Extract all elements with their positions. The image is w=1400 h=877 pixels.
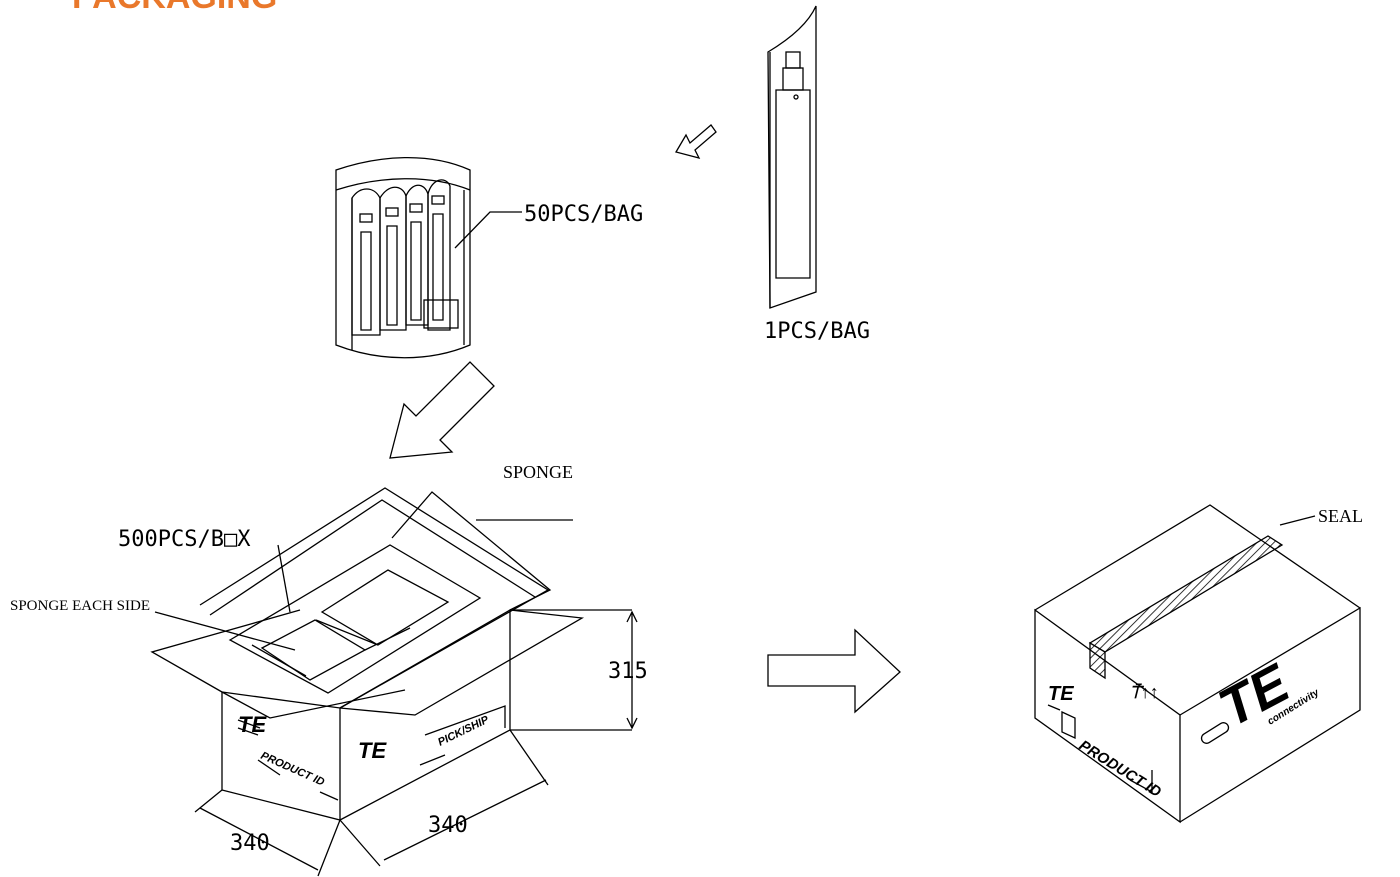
label-sponge: SPONGE <box>503 462 573 482</box>
label-500pcs-box: 500PCS/B□X <box>118 527 251 552</box>
dim-width-left: 340 <box>230 831 270 856</box>
brand-logo-left-b: TE <box>358 738 387 763</box>
brand-logo-left-a: TE <box>238 712 267 737</box>
bag-50-illustration <box>335 156 522 359</box>
label-seal: SEAL <box>1318 506 1363 526</box>
pick-ship-left: PICK/SHIP <box>436 714 491 749</box>
label-sponge-each-side: SPONGE EACH SIDE <box>10 598 150 614</box>
arrow-to-box <box>389 361 495 459</box>
page-title: PACKAGING <box>72 0 277 16</box>
dim-height: 315 <box>608 659 648 684</box>
product-id-left: PRODUCT ID <box>259 750 326 789</box>
single-bag-illustration <box>767 5 817 309</box>
open-box-illustration <box>150 487 638 877</box>
dim-width-right: 340 <box>428 813 468 838</box>
product-id-sealed: PRODUCT ID <box>1076 737 1164 801</box>
label-50pcs-bag: 50PCS/BAG <box>524 202 643 227</box>
fragile-mark-icon: ⍑↑↑ <box>1130 682 1159 702</box>
sealed-box-illustration <box>1034 504 1361 824</box>
arrow-to-bag <box>675 124 717 159</box>
arrow-to-sealed-box <box>767 628 901 714</box>
brand-logo-sealed-small: TE <box>1048 683 1074 705</box>
brand-logo-sealed-large: TE <box>1209 652 1300 738</box>
label-1pcs-bag: 1PCS/BAG <box>764 319 870 344</box>
